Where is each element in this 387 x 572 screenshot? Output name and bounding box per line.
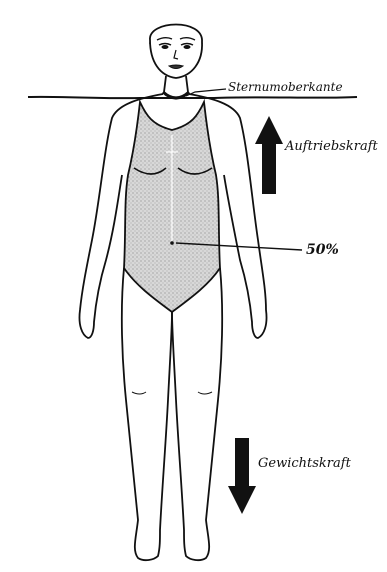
buoyancy-arrow — [255, 116, 283, 194]
left-leg — [122, 268, 172, 560]
center-of-mass-dot — [170, 241, 174, 245]
buoyancy-label: Auftriebskraft — [285, 140, 378, 153]
weight-label: Gewichtskraft — [258, 457, 351, 470]
sternum-label: Sternumoberkante — [228, 81, 343, 93]
weight-arrow — [228, 438, 256, 514]
percent-label: 50% — [306, 243, 339, 257]
water-surface-line — [28, 97, 357, 98]
right-leg — [172, 268, 222, 560]
